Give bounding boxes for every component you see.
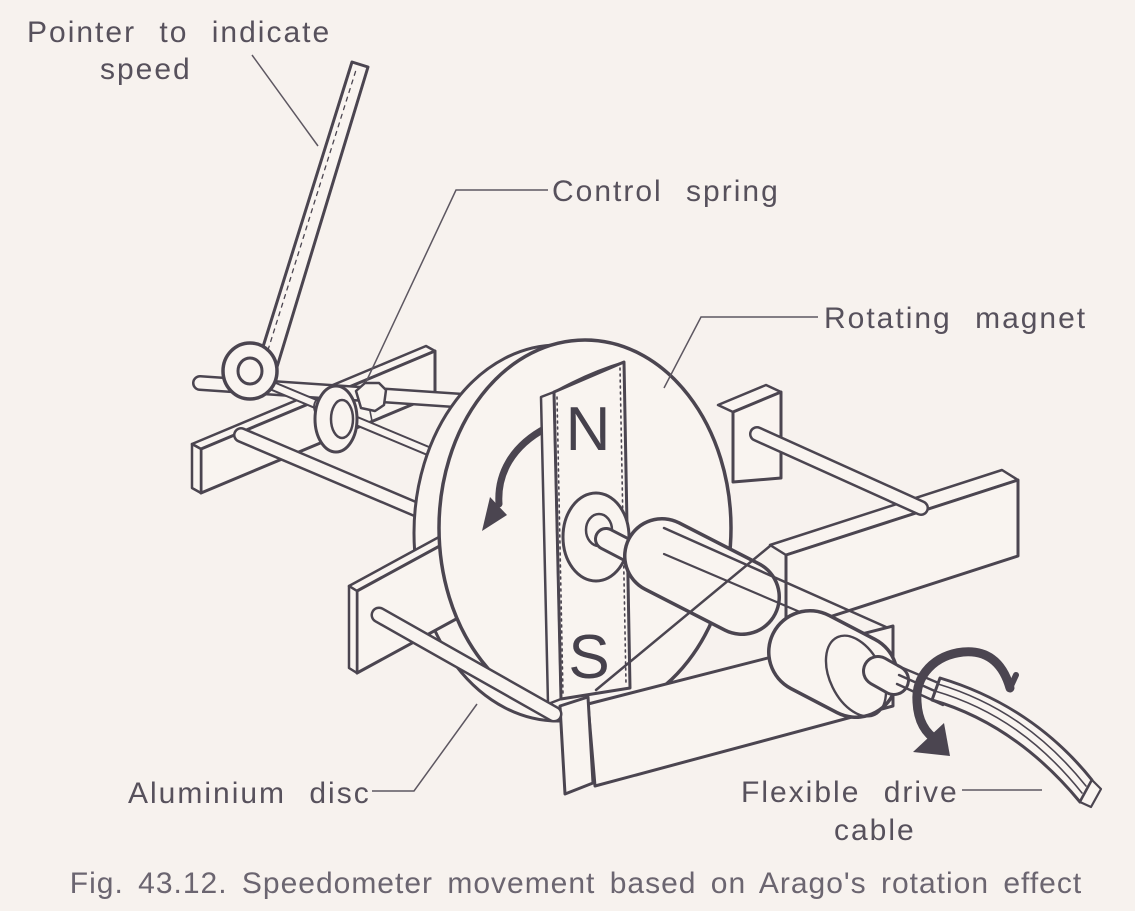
flexible-cable — [930, 676, 1103, 809]
label-flexible-drive-line1: Flexible drive — [741, 776, 959, 809]
frame-rail-rear — [662, 526, 888, 629]
disc-rotation-arrow — [482, 424, 550, 531]
label-pointer-line2: speed — [100, 53, 192, 86]
frame-rear-plate — [716, 383, 783, 484]
leader-aluminium-disc — [372, 703, 478, 792]
control-spring-coil — [313, 384, 359, 454]
pointer-boss — [221, 341, 279, 401]
leader-control-spring — [365, 189, 548, 383]
spring-anchor-nut — [354, 381, 388, 422]
pole-label-n: N — [566, 395, 611, 464]
label-aluminium-disc: Aluminium disc — [128, 777, 371, 810]
label-rotating-magnet: Rotating magnet — [824, 302, 1087, 335]
frame-right-plate — [768, 468, 1020, 633]
pointer-needle — [260, 60, 370, 369]
cable-ferrule — [862, 655, 910, 696]
magnet-boss — [623, 517, 781, 636]
frame-corner-post — [558, 695, 595, 796]
label-pointer-line1: Pointer to indicate — [27, 16, 331, 49]
frame-rod-top-right — [749, 426, 929, 516]
pole-label-s: S — [568, 623, 609, 692]
figure-caption: Fig. 43.12. Speedometer movement based o… — [70, 867, 1082, 900]
cable-rotation-arrow — [912, 647, 1019, 756]
label-flexible-drive-line2: cable — [834, 814, 916, 847]
label-control-spring: Control spring — [552, 175, 780, 208]
leader-pointer — [251, 54, 319, 147]
frame-rod-front — [370, 606, 563, 723]
leader-rotating-magnet — [663, 316, 818, 389]
drive-coupling — [767, 609, 910, 719]
frame-front-plate — [347, 529, 460, 675]
